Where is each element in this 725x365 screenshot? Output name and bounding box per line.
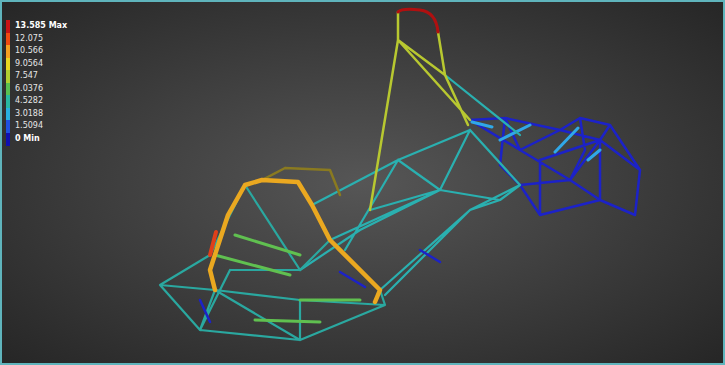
front-hoop-hot: [210, 232, 216, 255]
legend-entry: 4.5282: [6, 95, 43, 108]
legend-value: 1.5094: [15, 121, 43, 130]
legend-entry: 9.0564: [6, 58, 43, 71]
side-frame-tubes: [300, 75, 520, 295]
legend-entry: 13.585 Max: [6, 20, 67, 33]
legend-swatch: [6, 45, 10, 58]
legend-swatch: [6, 58, 10, 71]
legend-swatch: [6, 33, 10, 46]
legend-swatch: [6, 70, 10, 83]
legend-value: 4.5282: [15, 96, 43, 105]
legend-entry: 12.075: [6, 33, 43, 46]
legend-swatch: [6, 120, 10, 133]
legend-entry: 10.566: [6, 45, 43, 58]
legend-swatch: [6, 133, 10, 146]
legend-value: 3.0188: [15, 109, 43, 118]
legend-value: 0 Min: [15, 134, 40, 143]
main-hoop-legs: [370, 12, 470, 210]
legend-swatch: [6, 95, 10, 108]
legend-value: 6.0376: [15, 84, 43, 93]
legend-swatch: [6, 20, 10, 33]
legend-value: 10.566: [15, 46, 43, 55]
legend-value: 12.075: [15, 34, 43, 43]
main-hoop-top: [398, 9, 438, 32]
legend-entry: 7.547: [6, 70, 38, 83]
legend-swatch: [6, 108, 10, 121]
legend-entry: 1.5094: [6, 120, 43, 133]
legend-entry: 0 Min: [6, 133, 40, 146]
legend-entry: 3.0188: [6, 108, 43, 121]
legend-swatch: [6, 83, 10, 96]
legend-entry: 6.0376: [6, 83, 43, 96]
legend-value: 13.585 Max: [15, 21, 67, 30]
legend-value: 9.0564: [15, 59, 43, 68]
legend-value: 7.547: [15, 71, 38, 80]
front-hoop: [210, 180, 380, 302]
